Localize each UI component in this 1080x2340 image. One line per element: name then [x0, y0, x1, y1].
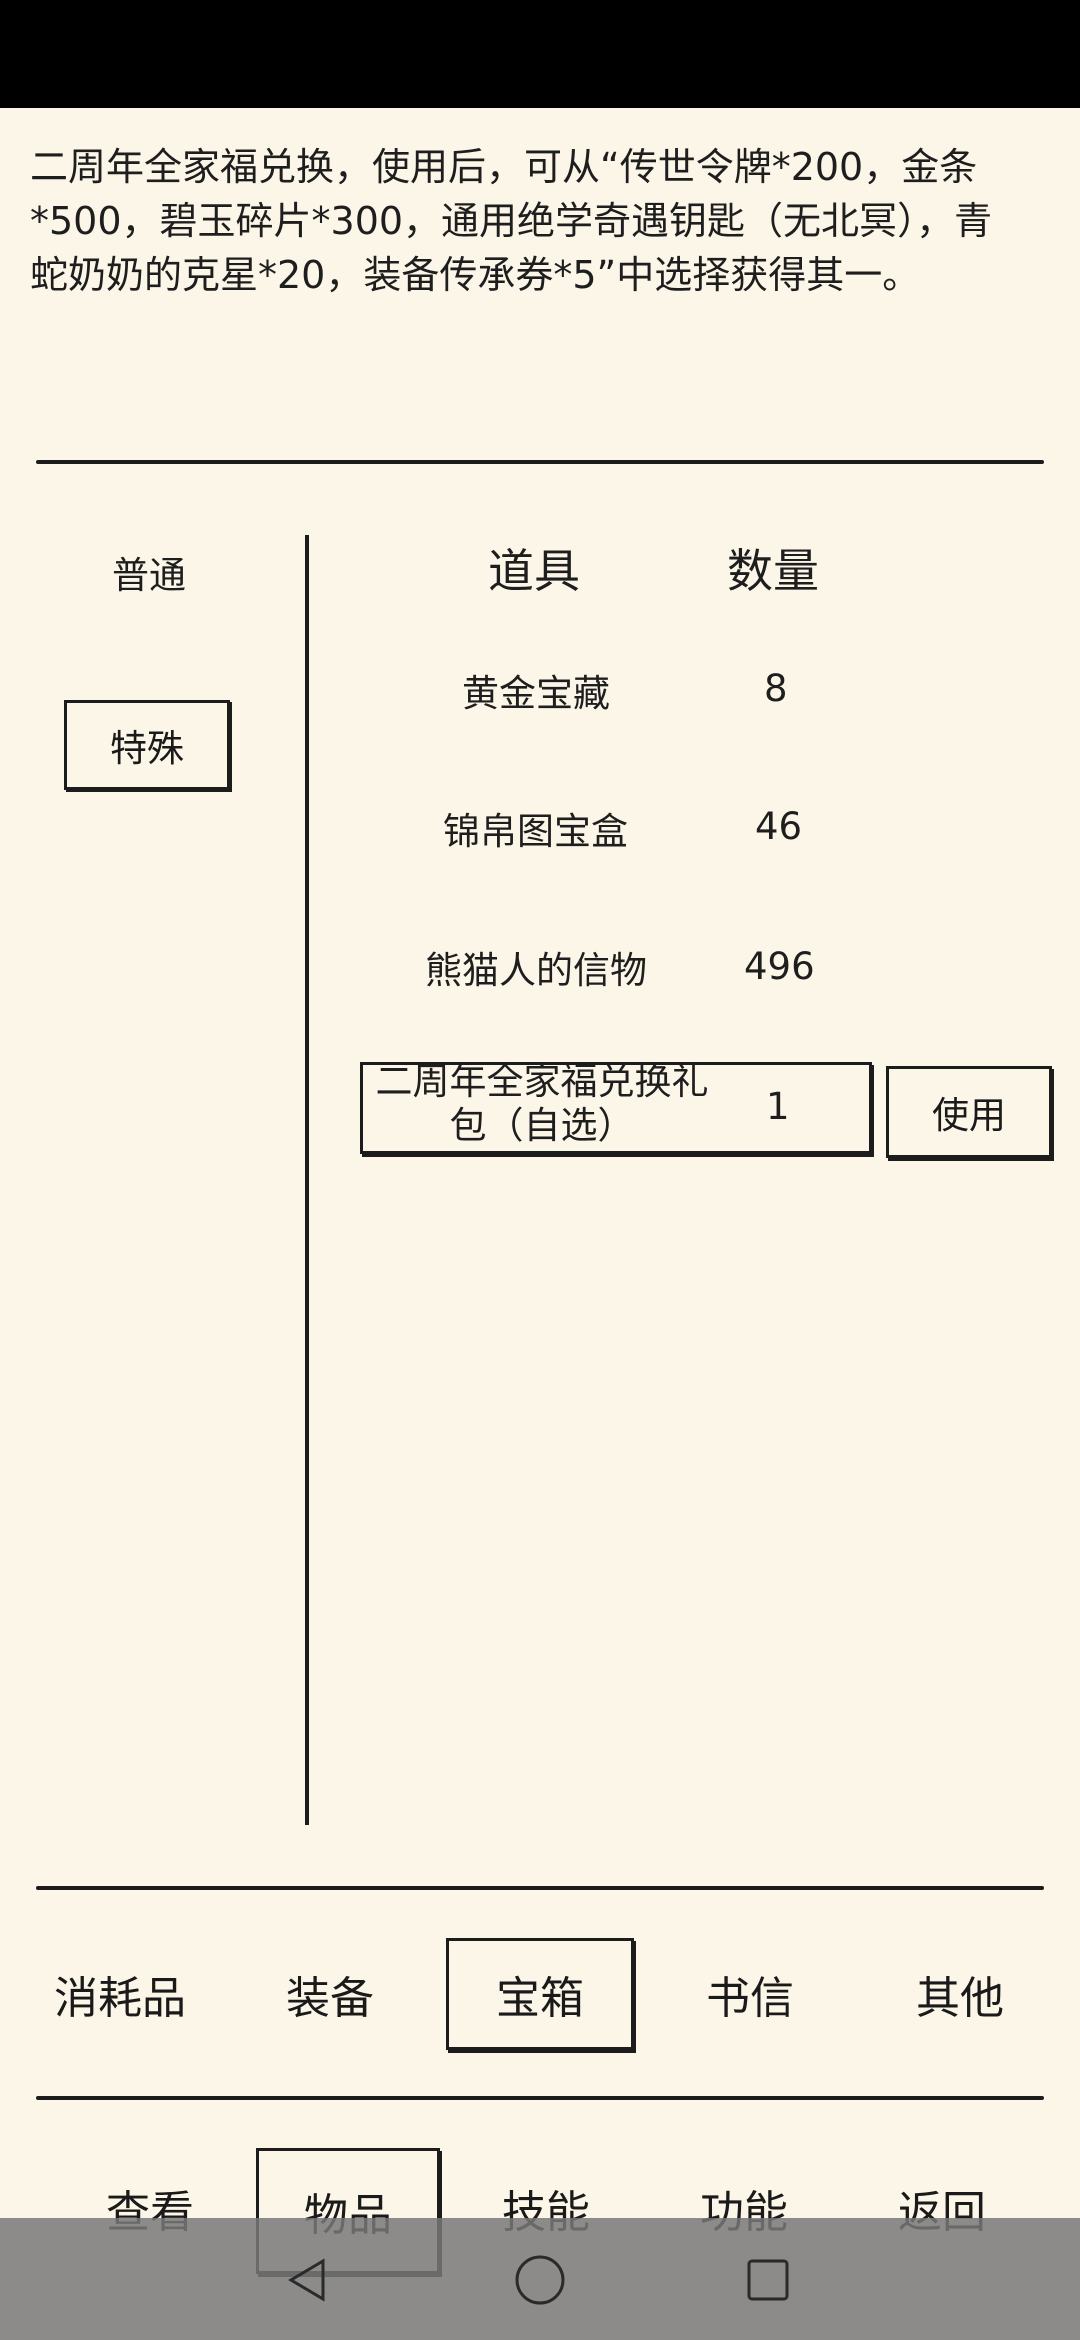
tab-equipment[interactable]: 装备	[286, 1973, 374, 2024]
header-quantity: 数量	[727, 544, 819, 598]
header-item: 道具	[488, 544, 580, 598]
row-1-qty: 8	[764, 667, 788, 710]
top-divider	[36, 460, 1044, 464]
system-navigation-bar	[0, 2218, 1080, 2340]
tab-chests[interactable]: 宝箱	[446, 1938, 634, 2050]
tab-letters[interactable]: 书信	[706, 1973, 794, 2024]
middle-divider	[36, 1886, 1044, 1890]
use-button[interactable]: 使用	[886, 1066, 1052, 1158]
home-circle-icon[interactable]	[500, 2240, 580, 2320]
row-1-name: 黄金宝藏	[462, 672, 610, 715]
row-4-name: 二周年全家福兑换礼包（自选）	[375, 1060, 709, 1147]
use-button-label: 使用	[932, 1094, 1006, 1137]
category-normal[interactable]: 普通	[112, 554, 186, 597]
category-special-label: 特殊	[110, 727, 184, 770]
status-bar	[0, 0, 1080, 108]
row-3-name: 熊猫人的信物	[425, 949, 647, 992]
selected-item-row[interactable]	[360, 1062, 872, 1154]
recents-square-icon[interactable]	[728, 2240, 808, 2320]
row-2-qty: 46	[755, 805, 803, 848]
column-divider	[305, 535, 309, 1825]
tab-consumables[interactable]: 消耗品	[54, 1973, 186, 2024]
lower-divider	[36, 2096, 1044, 2100]
tab-other[interactable]: 其他	[916, 1973, 1004, 2024]
row-3-qty: 496	[744, 945, 815, 988]
category-special[interactable]: 特殊	[64, 700, 230, 790]
item-description: 二周年全家福兑换，使用后，可从“传世令牌*200，金条*500，碧玉碎片*300…	[30, 145, 993, 297]
row-2-name: 锦帛图宝盒	[443, 810, 628, 853]
row-4-qty: 1	[766, 1085, 790, 1128]
back-triangle-icon[interactable]	[268, 2240, 348, 2320]
